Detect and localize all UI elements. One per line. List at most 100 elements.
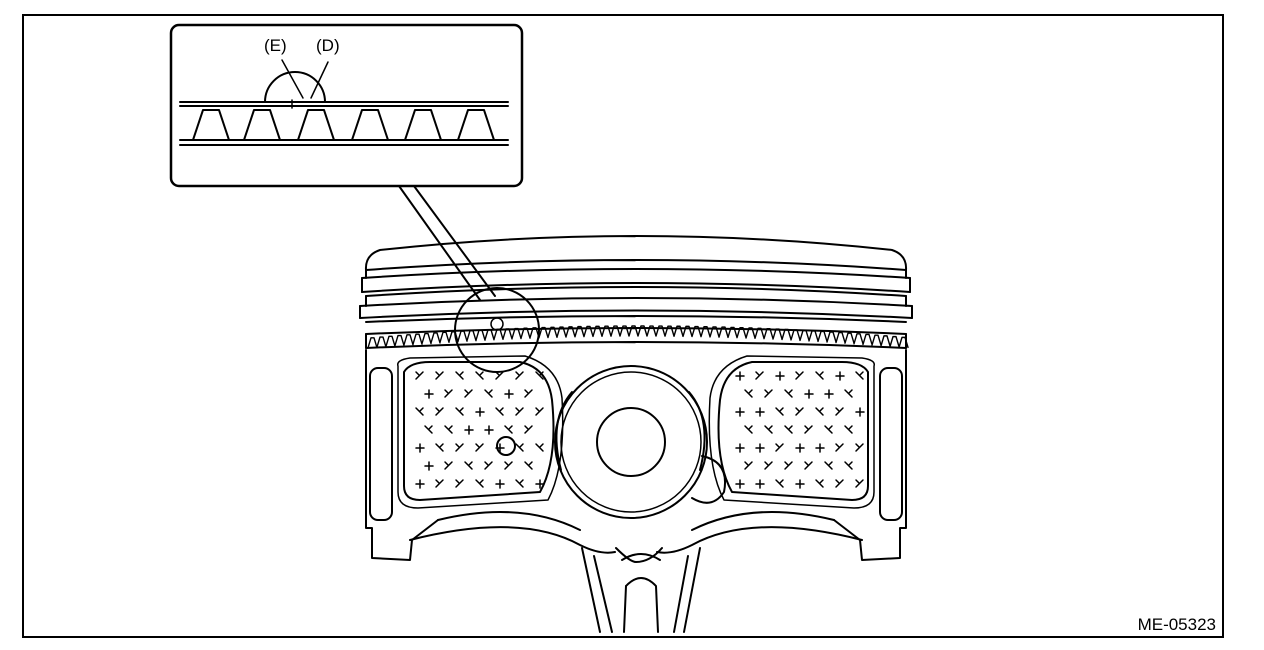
label-d: (D) — [316, 36, 340, 55]
hatch-mark — [844, 425, 853, 434]
hatch-mark — [415, 371, 424, 380]
hatch-mark — [535, 371, 544, 380]
hatch-mark — [795, 407, 804, 416]
hatch-mark — [735, 407, 745, 417]
hatch-mark — [784, 425, 793, 434]
hatch-mark — [444, 389, 453, 398]
hatch-mark — [435, 443, 444, 452]
hatch-mark — [455, 443, 464, 452]
hatch-mark — [495, 371, 504, 380]
hatch-mark — [855, 407, 865, 417]
hatch-mark — [535, 479, 545, 489]
hatch-mark — [504, 425, 513, 434]
hatch-mark — [735, 479, 745, 489]
hatch-mark — [744, 461, 753, 470]
hatch-mark — [455, 407, 464, 416]
hatch-mark — [515, 479, 524, 488]
hatch-mark — [804, 461, 813, 470]
hatch-mark — [455, 479, 464, 488]
hatch-mark — [755, 371, 764, 380]
label-e: (E) — [264, 36, 287, 55]
piston-body — [359, 235, 913, 633]
hatch-mark — [524, 389, 533, 398]
hatch-mark — [815, 479, 824, 488]
hatch-mark — [495, 479, 505, 489]
hatch-mark — [775, 407, 784, 416]
hatch-mark — [484, 389, 493, 398]
hatch-mark — [424, 425, 433, 434]
hatch-mark — [744, 425, 753, 434]
hatch-mark — [524, 425, 533, 434]
figure-code: ME-05323 — [1137, 615, 1216, 634]
hatch-mark — [415, 407, 424, 416]
hatch-mark — [804, 389, 814, 399]
hatch-mark — [855, 479, 864, 488]
detail-inset — [169, 23, 524, 301]
detail-circle — [454, 287, 540, 373]
hatch-mark — [524, 461, 533, 470]
hatch-mark — [735, 443, 745, 453]
hatch-mark — [764, 461, 773, 470]
hatch-mark — [804, 425, 813, 434]
hatch-mark — [464, 389, 473, 398]
hatch-mark — [475, 407, 485, 417]
hatch-mark — [535, 407, 544, 416]
hatch-mark — [504, 461, 513, 470]
hatch-mark — [504, 389, 514, 399]
hatch-mark — [784, 389, 793, 398]
hatch-mark — [795, 479, 805, 489]
hatch-mark — [484, 461, 493, 470]
hatch-mark — [444, 425, 453, 434]
hatch-mark — [844, 389, 853, 398]
hatch-mark — [455, 371, 464, 380]
hatch-mark — [424, 461, 434, 471]
hatch-mark — [744, 389, 753, 398]
hatch-mark — [764, 425, 773, 434]
hatch-mark — [835, 443, 844, 452]
hatch-mark — [515, 407, 524, 416]
hatch-mark — [415, 443, 425, 453]
hatch-mark — [755, 407, 765, 417]
hatch-mark — [815, 371, 824, 380]
hatch-mark — [475, 479, 484, 488]
hatch-mark — [495, 407, 504, 416]
hatch-mark — [735, 371, 745, 381]
hatch-mark — [755, 443, 765, 453]
hatch-mark — [415, 479, 425, 489]
hatch-mark — [775, 479, 784, 488]
hatch-mark — [815, 407, 824, 416]
hatch-mark — [855, 443, 864, 452]
hatch-mark — [835, 479, 844, 488]
hatch-mark — [435, 479, 444, 488]
hatch-mark — [775, 371, 785, 381]
hatch-mark — [795, 443, 805, 453]
hatch-mark — [824, 461, 833, 470]
hatch-mark — [464, 461, 473, 470]
hatch-mark — [444, 461, 453, 470]
hatch-mark — [435, 407, 444, 416]
hatch-mark — [844, 461, 853, 470]
hatch-mark — [515, 443, 524, 452]
hatch-mark — [824, 425, 833, 434]
hatch-mark — [475, 371, 484, 380]
skirt-coating-pattern — [415, 371, 865, 489]
hatch-mark — [824, 389, 834, 399]
hatch-mark — [815, 443, 825, 453]
hatch-mark — [835, 407, 844, 416]
hatch-mark — [435, 371, 444, 380]
hatch-mark — [424, 389, 434, 399]
hatch-mark — [484, 425, 494, 435]
hatch-mark — [475, 443, 484, 452]
hatch-mark — [515, 371, 524, 380]
hatch-mark — [464, 425, 474, 435]
hatch-mark — [535, 443, 544, 452]
hatch-mark — [495, 443, 505, 453]
hatch-mark — [835, 371, 845, 381]
hatch-mark — [855, 371, 864, 380]
hatch-mark — [795, 371, 804, 380]
hatch-mark — [755, 479, 765, 489]
hatch-mark — [775, 443, 784, 452]
hatch-mark — [784, 461, 793, 470]
hatch-mark — [764, 389, 773, 398]
